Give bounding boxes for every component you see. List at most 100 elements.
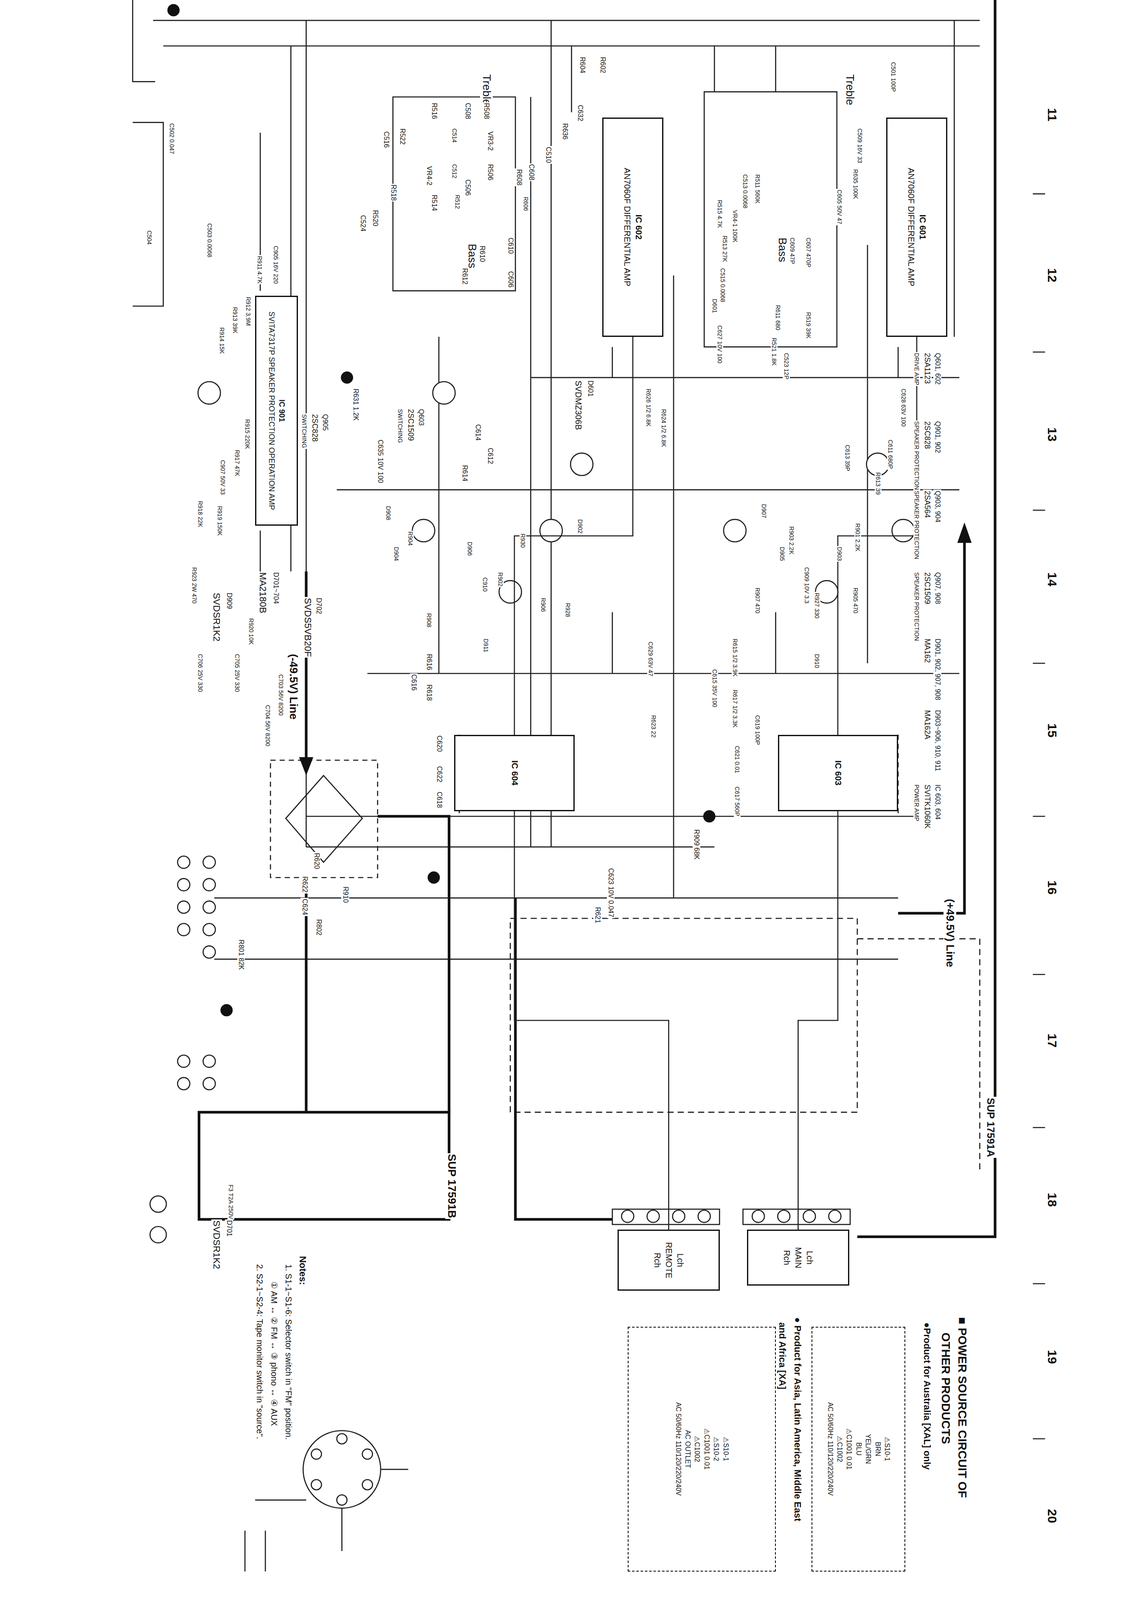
connector-pin	[149, 1227, 166, 1244]
part-label: R516	[430, 102, 439, 121]
node-text: MAIN	[793, 1247, 804, 1269]
wire	[132, 0, 164, 307]
arrow-head	[957, 522, 972, 543]
part-label: C910	[481, 576, 489, 593]
power-inset-box: ⚠S10-1BRNYEL/GRNBLU⚠C1001 0.01⚠C1002AC 5…	[811, 1327, 906, 1573]
transistor-symbol	[892, 519, 915, 542]
part-label: VR4-1 100K	[731, 209, 739, 244]
node-text: Rch	[652, 1252, 663, 1269]
part-label: DRIVE AMP	[913, 352, 921, 387]
part-label: SVDMZ306B	[573, 379, 584, 432]
node-text: SVITA7317P SPEAKER PROTECTION OPERATION …	[266, 311, 276, 511]
part-label: R515 4.7K	[716, 199, 724, 229]
part-label: R906	[539, 597, 547, 613]
terminal-block: LchREMOTERch	[617, 1229, 720, 1292]
part-label: R620	[312, 852, 321, 871]
node-text: ⚠C1001 0.01	[845, 1429, 853, 1471]
part-label: R621	[593, 906, 601, 925]
part-label: SVDSR1K2	[211, 1219, 222, 1271]
part-label: 13	[1044, 426, 1060, 443]
part-label: R904	[407, 530, 414, 547]
part-label: R909 68K	[692, 828, 701, 861]
part-label: IC 603, 604	[933, 783, 941, 821]
bridge-rectifier	[285, 775, 363, 863]
thick-wire	[515, 898, 613, 1220]
part-label: R623 22	[650, 714, 658, 739]
part-label: 18	[1044, 1192, 1060, 1208]
part-label: R519 39K	[805, 311, 812, 340]
terminal	[621, 1210, 634, 1223]
part-label: C606	[506, 270, 515, 289]
part-label: R919 150K	[216, 505, 224, 537]
transformer-symbol	[303, 1431, 381, 1509]
part-label: 2SA1123	[922, 352, 932, 385]
wire	[393, 20, 837, 899]
transistor-symbol	[570, 453, 593, 476]
part-label: MA162A	[922, 709, 932, 741]
part-label: Q903, 904	[933, 489, 941, 524]
part-label: R606	[522, 196, 530, 212]
part-label: R927 330	[813, 592, 821, 620]
part-label: R911 4.7K	[255, 255, 263, 285]
part-label: ① AM ↔ ② FM ↔ ③ phono ↔ ④ AUX	[269, 1280, 279, 1428]
part-label: 2SC828	[922, 420, 932, 450]
terminal-strip	[612, 1209, 720, 1225]
part-label: D907	[760, 503, 768, 520]
part-label: Bass	[465, 242, 479, 270]
node-text: ⚠C1002	[835, 1436, 844, 1463]
part-label: C513 0.0068	[741, 173, 749, 210]
part-label: Q905	[320, 413, 329, 432]
part-label: SVDS5VB20F	[302, 597, 313, 658]
part-label: C618	[435, 791, 444, 809]
node-text: IC 602	[633, 214, 644, 240]
part-label: C607 470P	[805, 236, 812, 269]
bridge-outline	[270, 735, 899, 879]
part-label: C502 0.047	[168, 122, 176, 155]
part-label: SWITCHING	[396, 408, 404, 444]
junction-dot	[220, 1004, 233, 1017]
node-text: IC 603	[833, 760, 843, 786]
part-label: D601	[586, 379, 595, 398]
power-board-outline	[199, 1112, 450, 1220]
part-label: R521 1.8K	[770, 336, 778, 367]
part-label: R614	[460, 464, 469, 483]
part-label: R608	[514, 168, 523, 187]
part-label: R915 220K	[244, 418, 251, 450]
part-label: R624 1/2 6.8K	[660, 408, 668, 449]
part-label: C508	[463, 102, 472, 121]
part-label: Treble	[480, 73, 493, 107]
part-label: R905 470	[852, 586, 860, 615]
wire	[153, 20, 980, 848]
junction-dot	[703, 810, 716, 823]
junction-dot	[167, 4, 180, 17]
ic-box: IC 604	[454, 735, 575, 812]
connector-pin	[177, 901, 190, 914]
node-text: ⚠S10-1	[721, 1437, 730, 1462]
transistor-symbol	[412, 519, 435, 542]
part-label: 19	[1044, 1349, 1060, 1365]
node-text: ⚠C1002	[693, 1436, 701, 1463]
part-label: C516	[382, 130, 391, 149]
power-inset-box: ⚠S10-1⚠S10-2⚠C1001 0.01⚠C1002AC OUTLETAC…	[627, 1327, 776, 1573]
node-text: Lch	[804, 1251, 815, 1265]
connector-pin	[203, 878, 216, 892]
part-label: D702	[314, 597, 323, 615]
part-label: C624	[300, 898, 309, 916]
node-text: YEL/GRN	[864, 1434, 872, 1465]
part-label: C632	[576, 103, 585, 122]
terminal	[647, 1210, 660, 1223]
part-label: R913 39K	[231, 306, 239, 335]
node-text: BLU	[854, 1443, 863, 1457]
switch-outline	[510, 918, 980, 1174]
part-label: R930	[519, 532, 527, 549]
part-label: R604	[578, 56, 586, 74]
part-label: R910	[341, 886, 349, 905]
part-label: C704 56V 8200	[264, 704, 272, 747]
part-label: C909 10V 3.3	[803, 566, 811, 605]
node-text: AC OUTLET	[683, 1430, 692, 1469]
part-label: C706 25V 330	[196, 653, 204, 694]
part-label: R912 3.9M	[244, 295, 252, 327]
part-label: C905 16V 220	[272, 244, 280, 285]
node-text: ⚠S10-2	[712, 1437, 720, 1462]
connector-pin	[203, 1078, 216, 1091]
